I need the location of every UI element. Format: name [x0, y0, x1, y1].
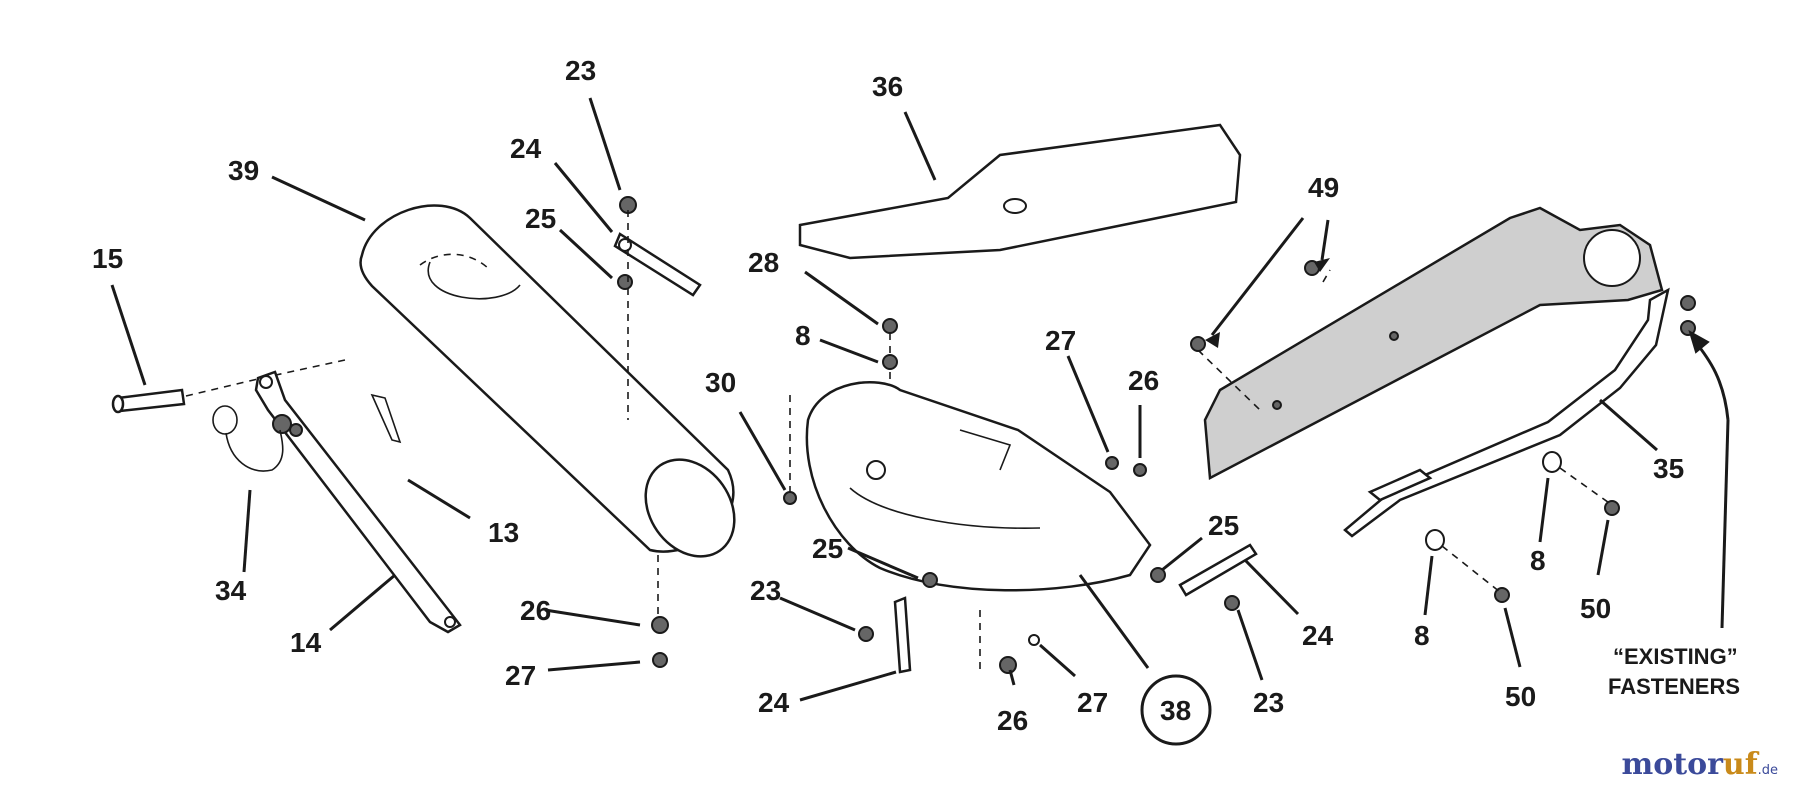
callout-8-bracket-right: 8	[1530, 545, 1546, 576]
callout-38-circle	[1140, 674, 1212, 746]
callout-23-elbow-left: 23	[750, 575, 781, 606]
callout-8-upper: 8	[795, 320, 811, 351]
callout-50-lower: 50	[1505, 681, 1536, 712]
leader-lines	[110, 97, 1730, 702]
callout-34: 34	[215, 575, 247, 606]
callout-39: 39	[228, 155, 259, 186]
watermark-part1: motor	[1621, 747, 1723, 782]
arrowhead-49a	[1314, 258, 1330, 272]
callout-50-right: 50	[1580, 593, 1611, 624]
callout-8-bracket-left: 8	[1414, 620, 1430, 651]
watermark-logo: motoruf.de	[1621, 747, 1778, 782]
callout-27-left: 27	[505, 660, 536, 691]
callout-26-lower: 26	[997, 705, 1028, 736]
bracket-hardware	[1190, 260, 1696, 603]
deflector-bracket-part	[1343, 287, 1670, 538]
lanyard-part	[212, 405, 284, 472]
hairpin-clip-part	[370, 393, 402, 444]
watermark-tld: .de	[1757, 763, 1778, 778]
existing-fasteners-line2: FASTENERS	[1608, 674, 1740, 699]
callout-26-left: 26	[520, 595, 551, 626]
elbow-hardware-left	[783, 318, 1040, 674]
callout-24-elbow-left: 24	[758, 687, 790, 718]
watermark-part2: uf	[1722, 747, 1758, 782]
callout-30: 30	[705, 367, 736, 398]
callout-25-elbow-left: 25	[812, 533, 843, 564]
callout-24-top: 24	[510, 133, 542, 164]
callout-14: 14	[290, 627, 322, 658]
arrowhead	[1688, 329, 1710, 354]
callout-27-lower: 27	[1077, 687, 1108, 718]
callout-49: 49	[1308, 172, 1339, 203]
callout-23-top: 23	[565, 55, 596, 86]
callout-15: 15	[92, 243, 123, 274]
callout-28: 28	[748, 247, 779, 278]
callout-23-elbow-right: 23	[1253, 687, 1284, 718]
callout-13: 13	[488, 517, 519, 548]
elbow-hardware-right	[1105, 456, 1258, 611]
callout-25-elbow-right: 25	[1208, 510, 1239, 541]
callout-labels: 15 13 34 14 39 23 24 25 26 27 36 28 8 30…	[92, 55, 1740, 746]
callout-27-mid: 27	[1045, 325, 1076, 356]
callout-38: 38	[1160, 695, 1191, 726]
deflector-plate-part	[798, 123, 1242, 260]
clevis-pin-part	[111, 388, 186, 414]
mower-deck-section	[1203, 206, 1664, 480]
callout-35: 35	[1653, 453, 1684, 484]
callout-24-elbow-right: 24	[1302, 620, 1334, 651]
callout-26-mid: 26	[1128, 365, 1159, 396]
existing-fasteners-line1: “EXISTING”	[1613, 644, 1738, 669]
discharge-elbow-part	[805, 380, 1152, 592]
chute-tube-part	[359, 204, 736, 558]
callout-36: 36	[872, 71, 903, 102]
existing-fasteners-arrow	[1692, 339, 1730, 421]
deflector-hardware-lower	[651, 616, 669, 668]
link-rod-part	[254, 370, 462, 634]
callout-25-top: 25	[525, 203, 556, 234]
arrowhead-49b	[1205, 332, 1220, 348]
